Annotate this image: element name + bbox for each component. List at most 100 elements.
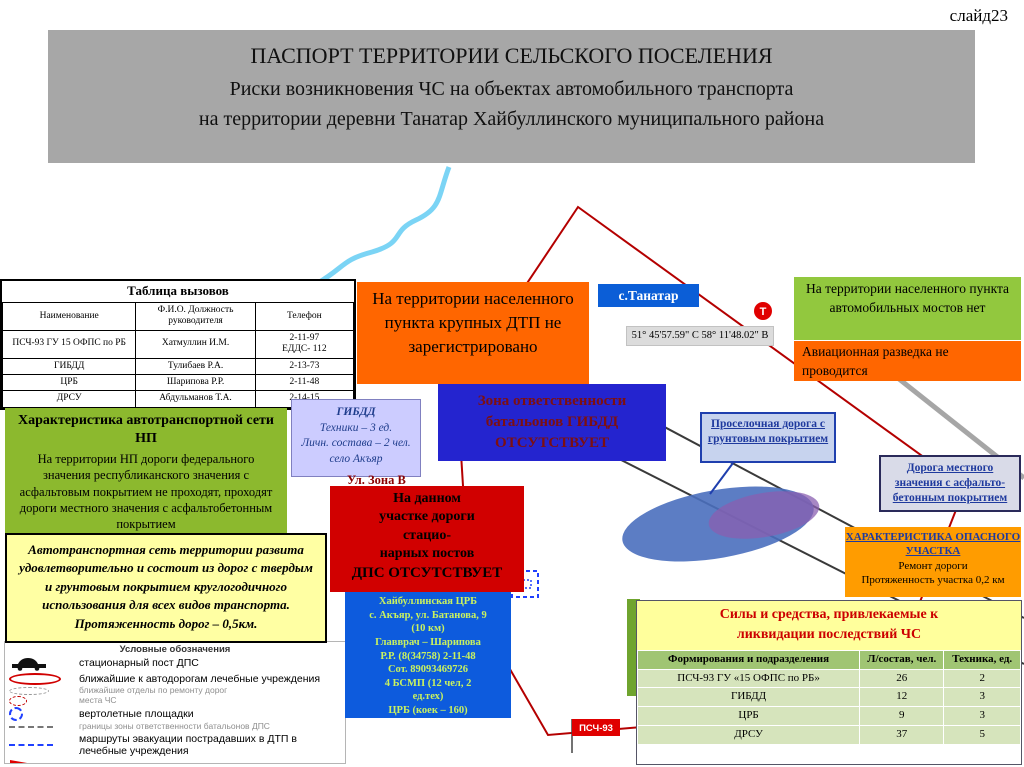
road-network-callout: Характеристика автотранспортной сети НП … xyxy=(5,408,287,533)
title-line3: на территории деревни Танатар Хайбуллинс… xyxy=(198,108,825,130)
legend-item-responsibility-zone: границы зоны ответственности батальонов … xyxy=(5,720,345,732)
cell-vehicles: 3 xyxy=(943,687,1021,707)
cell-person: Шарипова Р.Р. xyxy=(135,373,256,392)
legend-item-dps-post: стационарный пост ДПС xyxy=(5,655,345,672)
legend-label: границы зоны ответственности батальонов … xyxy=(79,720,270,731)
danger-section-title: ХАРАКТЕРИСТИКА ОПАСНОГО УЧАСТКА xyxy=(845,531,1021,558)
forces-panel: Силы и средства, привлекаемые к ликвидац… xyxy=(636,600,1022,765)
fire-station-flag-label: ПСЧ-93 xyxy=(579,723,613,734)
t-marker-label: Т xyxy=(760,306,767,318)
gibdd-info-callout: ГИБДД Техники – 3 ед. Личн. состава – 2 … xyxy=(291,399,421,477)
crb-line: Сот. 89093469726 xyxy=(387,664,469,676)
cell-person: Хатмуллин И.М. xyxy=(135,329,256,359)
cell-personnel: 26 xyxy=(859,668,945,689)
t-marker: Т xyxy=(754,302,772,320)
slide-number: слайд23 xyxy=(949,6,1008,25)
call-table: Таблица вызовов Наименование Ф.И.О. Долж… xyxy=(0,279,356,410)
legend-label: места ЧС xyxy=(79,694,117,705)
danger-section-callout: ХАРАКТЕРИСТИКА ОПАСНОГО УЧАСТКА Ремонт д… xyxy=(845,527,1021,597)
dps-absent-line: ДПС ОТСУТСТВУЕТ xyxy=(351,564,503,581)
gibdd-info-line: ГИБДД xyxy=(336,406,376,418)
crb-line: Хайбуллинская ЦРБ xyxy=(378,596,478,607)
village-label: с.Танатар xyxy=(598,284,699,307)
responsibility-zone-icon xyxy=(9,725,73,728)
title-line2: Риски возникновения ЧС на объектах автом… xyxy=(229,78,794,100)
gibdd-info-line: Личн. состава – 2 чел. xyxy=(301,437,411,450)
cell-phone: 2-11-48 xyxy=(254,373,355,392)
gibdd-zone-callout: Зона ответственности батальонов ГИБДД ОТ… xyxy=(438,384,666,461)
dps-absent-callout: На данном участке дороги стацио- нарных … xyxy=(330,486,524,592)
forces-header: Формирования и подразделения xyxy=(636,649,861,670)
gibdd-info-line: село Акъяр xyxy=(329,452,383,465)
table-row: ГИБДД Тулибаев Р.А. 2-13-73 xyxy=(1,357,355,375)
street-label: Ул. Зона В xyxy=(347,473,406,487)
cell-vehicles: 3 xyxy=(943,706,1021,726)
forces-title-line1: Силы и средства, привлекаемые к xyxy=(719,607,939,622)
cell-person: Тулибаев Р.А. xyxy=(135,357,256,375)
cell-personnel: 9 xyxy=(859,706,945,726)
dirt-road-pointer xyxy=(709,462,734,495)
legend-item-helipad: вертолетные площадки xyxy=(5,706,345,722)
crb-line: (10 км) xyxy=(411,623,445,635)
legend-panel: Условные обозначения стационарный пост Д… xyxy=(4,641,346,764)
legend-item-evacuation-route: маршруты эвакуации пострадавших в ДТП в … xyxy=(5,732,345,758)
medical-facility-icon xyxy=(9,673,73,686)
dps-absent-line: участке дороги xyxy=(379,509,475,525)
table-row: ДРСУ 37 5 xyxy=(636,724,1021,745)
table-row: ПСЧ-93 ГУ 15 ОФПС по РБ Хатмуллин И.М. 2… xyxy=(1,329,355,359)
crb-hospital-callout: Хайбуллинская ЦРБ с. Акъяр, ул. Батанова… xyxy=(345,592,511,718)
legend-item-medical: ближайшие к автодорогам лечебные учрежде… xyxy=(5,672,345,686)
cell-phone: 2-11-97 ЕДДС- 112 xyxy=(254,329,355,359)
aviation-callout: Авиационная разведка не проводится xyxy=(794,341,1021,381)
helipad-icon xyxy=(9,706,73,721)
fire-station-icon: ПСЧ xyxy=(9,759,73,763)
gibdd-zone-line: ОТСУТСТВУЕТ xyxy=(495,435,609,451)
legend-label: ближайшие к автодорогам лечебные учрежде… xyxy=(79,673,321,685)
cell-unit: ПСЧ-93 ГУ «15 ОФПС по РБ» xyxy=(636,668,861,689)
title-box: ПАСПОРТ ТЕРРИТОРИИ СЕЛЬСКОГО ПОСЕЛЕНИЯ Р… xyxy=(48,30,975,163)
fire-station-flag: ПСЧ-93 xyxy=(571,719,620,753)
evacuation-route-icon xyxy=(9,743,73,746)
gibdd-info-line: Техники – 3 ед. xyxy=(319,421,393,434)
dps-absent-line: На данном xyxy=(393,491,461,506)
dps-absent-line: стацио- xyxy=(402,527,452,543)
gibdd-zone-line: батальонов ГИБДД xyxy=(485,414,619,430)
cell-unit: ДРСУ xyxy=(636,724,861,745)
table-row: ЦРБ 9 3 xyxy=(636,706,1021,726)
dps-post-car-icon xyxy=(9,656,73,671)
danger-section-line: Протяженность участка 0,2 км xyxy=(861,574,1005,587)
cell-vehicles: 5 xyxy=(943,724,1021,745)
cell-unit: ГИБДД xyxy=(636,687,861,707)
road-repair-icon xyxy=(9,686,73,695)
table-row: ПСЧ-93 ГУ «15 ОФПС по РБ» 26 2 xyxy=(636,668,1021,689)
crb-line: Р.Р. (8(34758) 2-11-48 xyxy=(380,650,476,662)
no-bridges-callout: На территории населенного пункта автомоб… xyxy=(794,277,1021,340)
call-table-title: Таблица вызовов xyxy=(127,283,229,298)
title-line1: ПАСПОРТ ТЕРРИТОРИИ СЕЛЬСКОГО ПОСЕЛЕНИЯ xyxy=(250,43,773,68)
road-network-title: Характеристика автотранспортной сети НП xyxy=(18,413,274,446)
forces-table: Формирования и подразделения Л/состав, ч… xyxy=(636,649,1021,745)
cell-name: ПСЧ-93 ГУ 15 ОФПС по РБ xyxy=(1,329,137,359)
road-network-body: На территории НП дороги федерального зна… xyxy=(19,452,273,531)
cell-personnel: 12 xyxy=(859,687,945,707)
call-table-header: Телефон xyxy=(254,302,355,331)
crb-line: ед.тех) xyxy=(412,691,444,703)
emergency-site-icon xyxy=(9,695,73,706)
legend-label: вертолетные площадки xyxy=(79,707,194,720)
forces-title: Силы и средства, привлекаемые к ликвидац… xyxy=(637,601,1021,650)
table-row: ЦРБ Шарипова Р.Р. 2-11-48 xyxy=(1,373,355,392)
coordinates-label: 51° 45'57.59" С 58° 11'48.02" В xyxy=(626,326,774,346)
forces-title-line2: ликвидации последствий ЧС xyxy=(736,626,922,642)
crb-line: 4 БСМП (12 чел, 2 xyxy=(384,677,472,689)
legend-title: Условные обозначения xyxy=(119,644,231,655)
no-accidents-callout: На территории населенного пункта крупных… xyxy=(357,282,589,384)
danger-section-line: Ремонт дороги xyxy=(898,559,968,572)
crb-line: ЦРБ (коек – 160) xyxy=(388,705,468,717)
transport-note-callout: Автотранспортная сеть территории развита… xyxy=(5,533,327,643)
legend-item-road-repair: ближайшие отделы по ремонту дорог xyxy=(5,685,345,696)
cell-name: ГИБДД xyxy=(1,357,137,375)
cell-vehicles: 2 xyxy=(943,668,1021,689)
forces-header: Л/состав, чел. xyxy=(859,649,945,670)
dirt-road-callout: Проселочная дорога с грунтовым покрытием xyxy=(700,412,836,463)
